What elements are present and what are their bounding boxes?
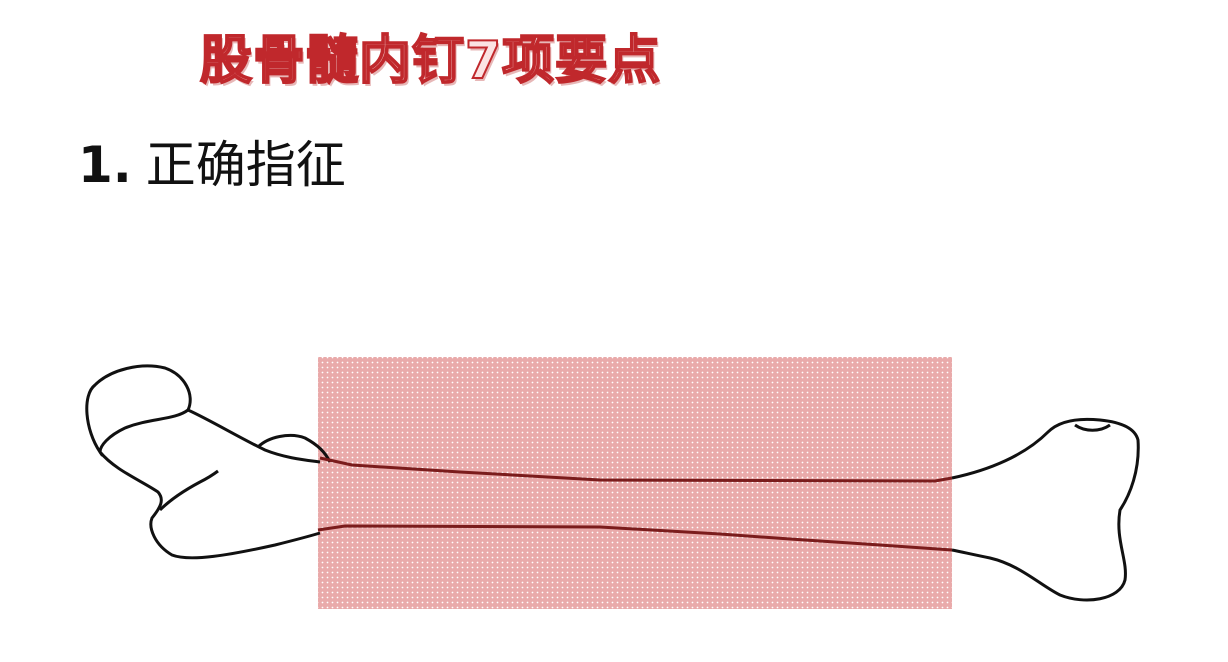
section-heading: 1.正确指征 [78,130,346,200]
section-heading-text: 正确指征 [145,136,346,194]
femoral-neck-upper-outline [187,408,321,464]
condyle-notch-line [1074,423,1111,432]
distal-femur-outline [951,417,1140,602]
lesser-trochanter-line [158,469,219,512]
shaft-lower-cortex-line [317,524,953,552]
shaft-upper-cortex-line [319,456,953,483]
shaft-highlight-region [318,357,952,609]
greater-trochanter-outline [256,433,332,463]
femoral-head-outline [85,364,192,457]
section-number: 1. [78,136,132,194]
trochanter-lower-outline [98,451,321,560]
slide-title: 股骨髓内钉7项要点 [199,30,662,92]
